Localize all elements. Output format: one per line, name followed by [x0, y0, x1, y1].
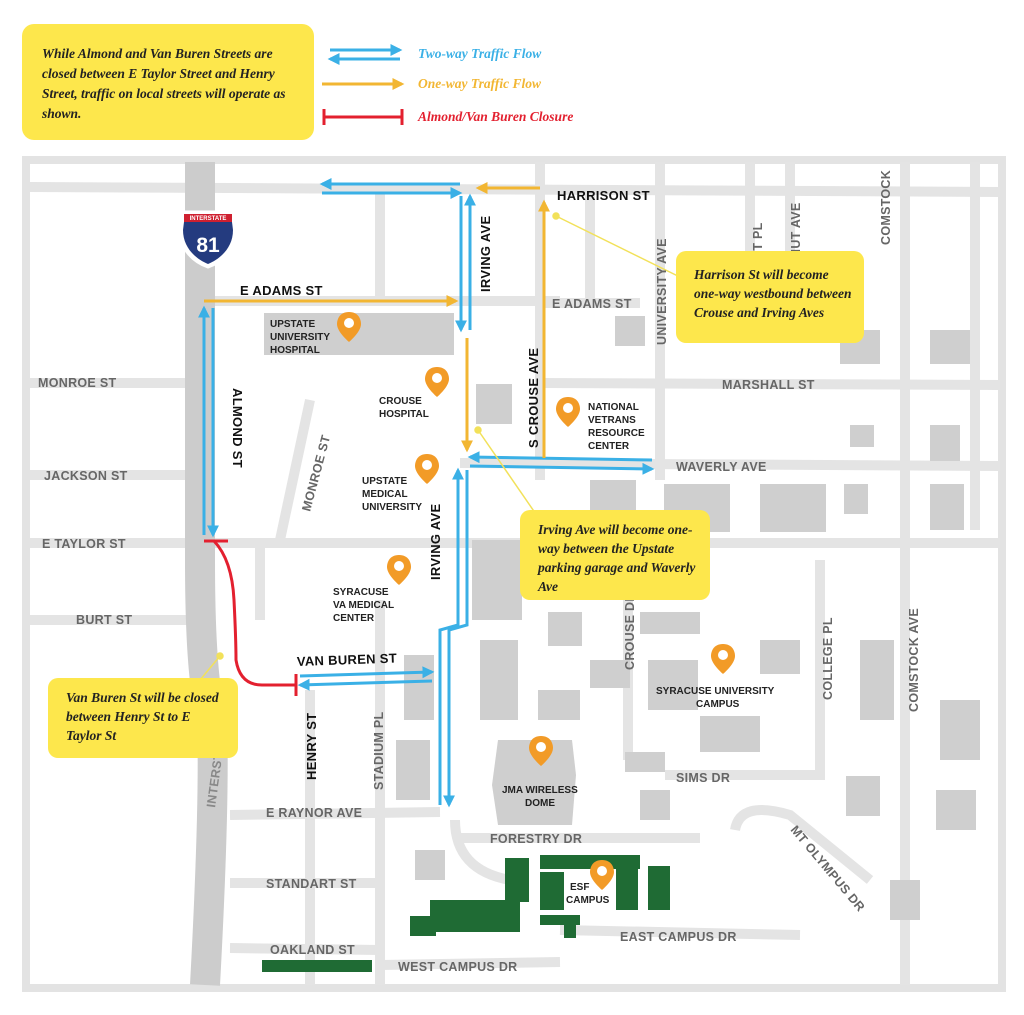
interstate-shield-icon: INTERSTATE 81 — [178, 210, 238, 269]
forestry-dr-label: FORESTRY DR — [490, 832, 582, 846]
closure-legend-icon — [322, 109, 404, 125]
irving-ave-south-label: IRVING AVE — [428, 504, 443, 580]
west-campus-dr-label: WEST CAMPUS DR — [398, 960, 517, 974]
crouse-dr-label: CROUSE DR — [623, 592, 637, 670]
svg-text:INTERSTATE: INTERSTATE — [190, 216, 227, 222]
upstate-hospital-label: UPSTATE UNIVERSITY HOSPITAL — [270, 319, 333, 356]
map-pins: UPSTATE UNIVERSITY HOSPITAL CROUSE HOSPI… — [270, 312, 777, 906]
marshall-st-label: MARSHALL ST — [722, 378, 815, 392]
interstate-81-road — [185, 162, 228, 986]
esf-buildings — [262, 855, 670, 972]
closure-legend-label: Almond/Van Buren Closure — [418, 109, 574, 124]
esf-campus-pin-icon — [590, 860, 614, 890]
ut-pl-label: UT PL — [751, 222, 765, 260]
jackson-st-label: JACKSON ST — [44, 469, 128, 483]
nut-ave-label: NUT AVE — [789, 202, 803, 258]
east-campus-dr-label: EAST CAMPUS DR — [620, 930, 737, 944]
comstock-top-label: COMSTOCK — [879, 170, 893, 245]
e-adams-st-east-label: E ADAMS ST — [552, 297, 632, 311]
svg-text:81: 81 — [196, 234, 220, 257]
callout-leaders — [199, 212, 691, 681]
henry-st-label: HENRY ST — [304, 713, 319, 780]
waverly-ave-label: WAVERLY AVE — [676, 460, 767, 474]
legend-intro-text: While Almond and Van Buren Streets are c… — [42, 46, 286, 121]
two-way-flows — [198, 178, 655, 808]
va-medical-label: SYRACUSE VA MEDICAL CENTER — [333, 587, 397, 624]
sims-dr-label: SIMS DR — [676, 771, 730, 785]
va-medical-pin-icon — [387, 555, 411, 585]
monroe-st-label: MONROE ST — [38, 376, 116, 390]
comstock-ave-label: COMSTOCK AVE — [907, 608, 921, 712]
esf-campus-label: ESF CAMPUS — [566, 882, 610, 906]
college-pl-label: COLLEGE PL — [821, 617, 835, 700]
upstate-medical-label: UPSTATE MEDICAL UNIVERSITY — [362, 476, 422, 513]
harrison-callout: Harrison St will become one-way westboun… — [676, 251, 864, 343]
jma-dome-label: JMA WIRELESS DOME — [502, 785, 581, 809]
one-way-flows — [204, 182, 550, 458]
university-ave-label: UNIVERSITY AVE — [655, 238, 669, 345]
veterans-center-label: NATIONAL VETRANS RESOURCE CENTER — [588, 402, 647, 452]
closure-path — [204, 539, 298, 696]
van-buren-st-label: VAN BUREN ST — [297, 651, 398, 669]
crouse-hospital-label: CROUSE HOSPITAL — [379, 396, 429, 420]
oakland-st-label: OAKLAND ST — [270, 943, 355, 957]
legend-intro-box — [22, 24, 314, 140]
burt-st-label: BURT ST — [76, 613, 132, 627]
irving-callout: Irving Ave will become one-way between t… — [520, 510, 710, 600]
jma-dome-pin-icon — [529, 736, 553, 766]
crouse-hospital-pin-icon — [425, 367, 449, 397]
legend-symbols — [322, 44, 405, 125]
su-campus-pin-icon — [711, 644, 735, 674]
two-way-legend-icon — [327, 44, 403, 65]
harrison-st-label: HARRISON ST — [557, 188, 650, 203]
veterans-center-pin-icon — [556, 397, 580, 427]
standart-st-label: STANDART ST — [266, 877, 357, 891]
e-adams-st-label: E ADAMS ST — [240, 283, 323, 298]
stadium-pl-label: STADIUM PL — [372, 711, 386, 790]
s-crouse-ave-label: S CROUSE AVE — [526, 348, 541, 448]
su-campus-label: SYRACUSE UNIVERSITY CAMPUS — [656, 686, 777, 710]
buildings — [264, 313, 980, 920]
van-buren-callout: Van Buren St will be closed between Henr… — [48, 678, 238, 758]
e-taylor-st-label: E TAYLOR ST — [42, 537, 126, 551]
e-raynor-ave-label: E RAYNOR AVE — [266, 806, 362, 820]
upstate-medical-pin-icon — [415, 454, 439, 484]
irving-ave-north-label: IRVING AVE — [478, 216, 493, 292]
two-way-legend-label: Two-way Traffic Flow — [418, 46, 542, 61]
one-way-legend-label: One-way Traffic Flow — [418, 76, 541, 91]
upstate-hospital-pin-icon — [337, 312, 361, 342]
almond-st-label: ALMOND ST — [230, 388, 245, 468]
